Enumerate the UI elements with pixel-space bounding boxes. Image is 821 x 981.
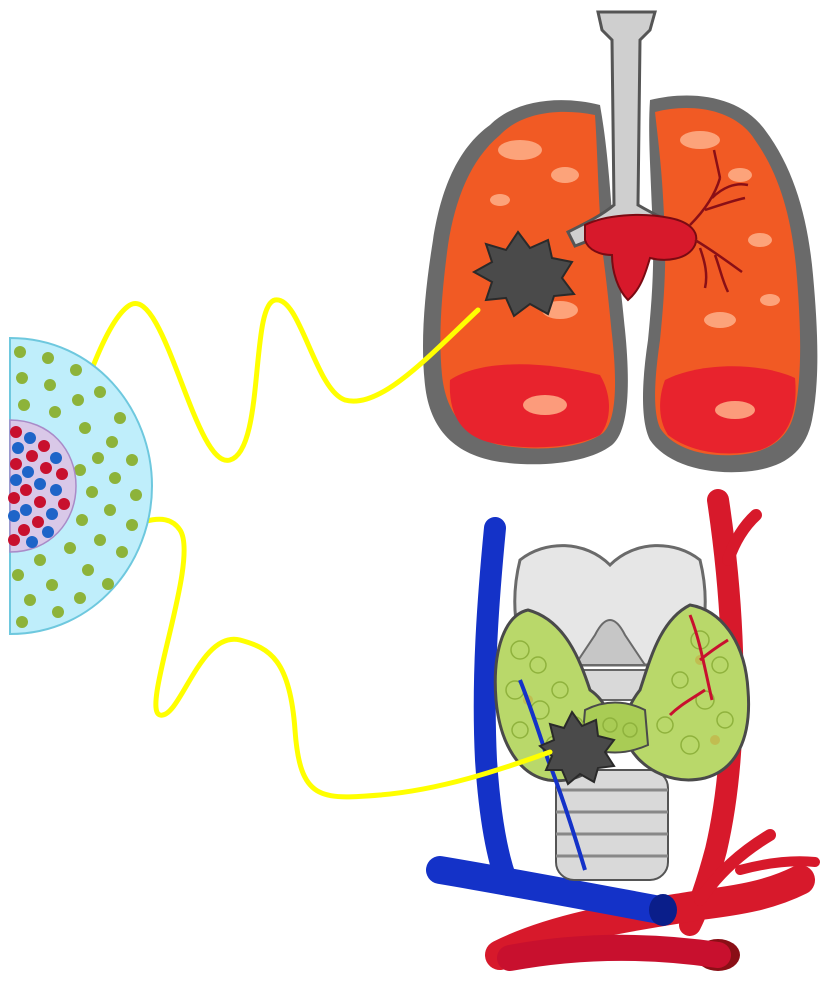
vein-end — [649, 894, 677, 926]
lungs-icon — [423, 12, 817, 472]
sphere-icon — [8, 338, 152, 634]
thyroid-icon — [440, 500, 815, 971]
artery-branch-top — [728, 515, 756, 560]
aorta-lower — [510, 948, 718, 958]
